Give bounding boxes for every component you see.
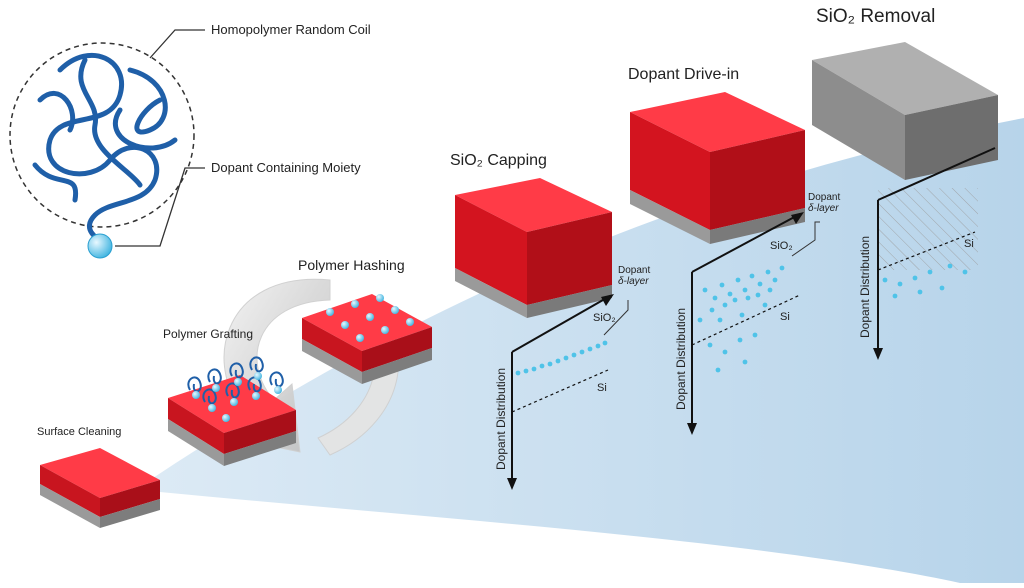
drive-in-axis-label: Dopant Distribution [674,307,688,410]
drive-in-delta-label: Dopant δ-layer [808,192,841,214]
capping-delta-label: Dopant δ-layer [618,265,651,287]
label-homopolymer: Homopolymer Random Coil [211,22,371,37]
removal-axis-label: Dopant Distribution [858,235,872,338]
block-dopant-drive-in [630,92,805,244]
plot-capping [507,294,629,490]
process-band [150,118,1024,583]
random-coil-illustration [9,42,195,259]
capping-upper-label: SiO₂ [593,312,616,324]
label-sio2-capping: SiO₂ Capping [450,152,547,169]
wafer-polymer-grafting [168,356,296,466]
block-sio2-removal [812,42,998,180]
plot-drive-in [687,212,820,435]
callout-dopant [115,167,205,247]
plot-removal [873,147,996,360]
removal-lower-label: Si [964,238,974,250]
label-polymer-grafting: Polymer Grafting [163,327,254,341]
label-surface-cleaning: Surface Cleaning [37,426,122,438]
dopant-moiety-bead [87,233,113,259]
drive-in-lower-label: Si [780,311,790,323]
callout-homopolymer [149,29,205,59]
label-sio2-removal: SiO₂ Removal [816,6,936,27]
drive-in-upper-label: SiO₂ [770,240,793,252]
capping-lower-label: Si [597,382,607,394]
wafer-polymer-hashing [302,294,432,384]
label-dopant-drive-in: Dopant Drive-in [628,66,740,83]
wafer-surface-cleaning [40,448,160,528]
capping-axis-label: Dopant Distribution [494,367,508,470]
label-polymer-hashing: Polymer Hashing [298,257,405,273]
block-sio2-capping [455,178,612,318]
label-dopant-moiety: Dopant Containing Moiety [211,160,361,175]
